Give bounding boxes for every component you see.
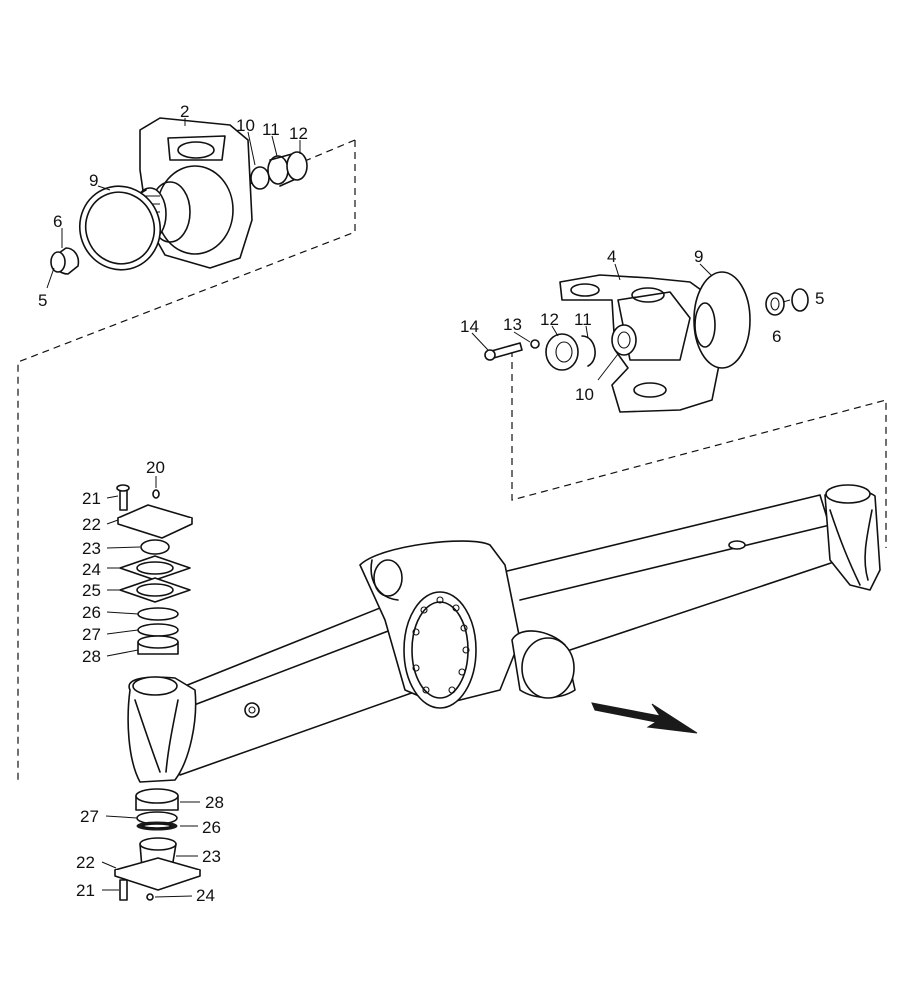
flange-bolt-holes	[412, 596, 470, 694]
label-part-20: 20	[146, 458, 165, 477]
label-part-10-top: 10	[236, 116, 255, 135]
label-part-9-top: 9	[89, 171, 98, 190]
label-part-27-upper: 27	[82, 625, 101, 644]
label-part-6-right: 6	[772, 327, 781, 346]
label-part-5-top: 5	[38, 291, 47, 310]
label-part-21-upper: 21	[82, 489, 101, 508]
upper-kingpin-stack	[116, 484, 193, 655]
label-part-22-upper: 22	[82, 515, 101, 534]
forward-arrow-icon	[591, 702, 698, 734]
leader-lines	[46, 118, 791, 898]
label-part-12-right: 12	[540, 310, 559, 329]
label-part-28-lower: 28	[205, 793, 224, 812]
axle-housing	[127, 484, 881, 783]
label-part-12-top: 12	[289, 124, 308, 143]
lower-kingpin-stack	[114, 788, 201, 901]
label-part-4: 4	[607, 247, 616, 266]
label-part-11-right: 11	[574, 310, 592, 329]
label-part-26-lower: 26	[202, 818, 221, 837]
label-part-21-lower: 21	[76, 881, 95, 900]
label-part-13: 13	[503, 315, 522, 334]
seal-ring-top	[78, 185, 162, 271]
label-part-27-lower: 27	[80, 807, 99, 826]
label-part-5-right: 5	[815, 289, 824, 308]
label-part-6-top: 6	[53, 212, 62, 231]
label-part-14: 14	[460, 317, 479, 336]
label-part-22-lower: 22	[76, 853, 95, 872]
kingpin-bearing-set-top	[250, 151, 308, 190]
label-part-11-top: 11	[262, 120, 280, 139]
label-part-24-upper: 24	[82, 560, 101, 579]
label-part-9-right: 9	[694, 247, 703, 266]
label-part-26-upper: 26	[82, 603, 101, 622]
label-part-10-right: 10	[575, 385, 594, 404]
label-part-28-upper: 28	[82, 647, 101, 666]
label-part-25: 25	[82, 581, 101, 600]
part-number-labels: 2 10 11 12 9 6 5 4 9 5 6 14 13 12 11 10 …	[38, 102, 824, 905]
label-part-23-lower: 23	[202, 847, 221, 866]
label-part-23-upper: 23	[82, 539, 101, 558]
bushing-top-left	[50, 247, 80, 275]
label-part-24-lower: 24	[196, 886, 215, 905]
label-part-2: 2	[180, 102, 189, 121]
bushing-right	[765, 288, 809, 316]
steering-knuckle-right	[559, 271, 751, 413]
bearing-set-right	[484, 324, 637, 371]
